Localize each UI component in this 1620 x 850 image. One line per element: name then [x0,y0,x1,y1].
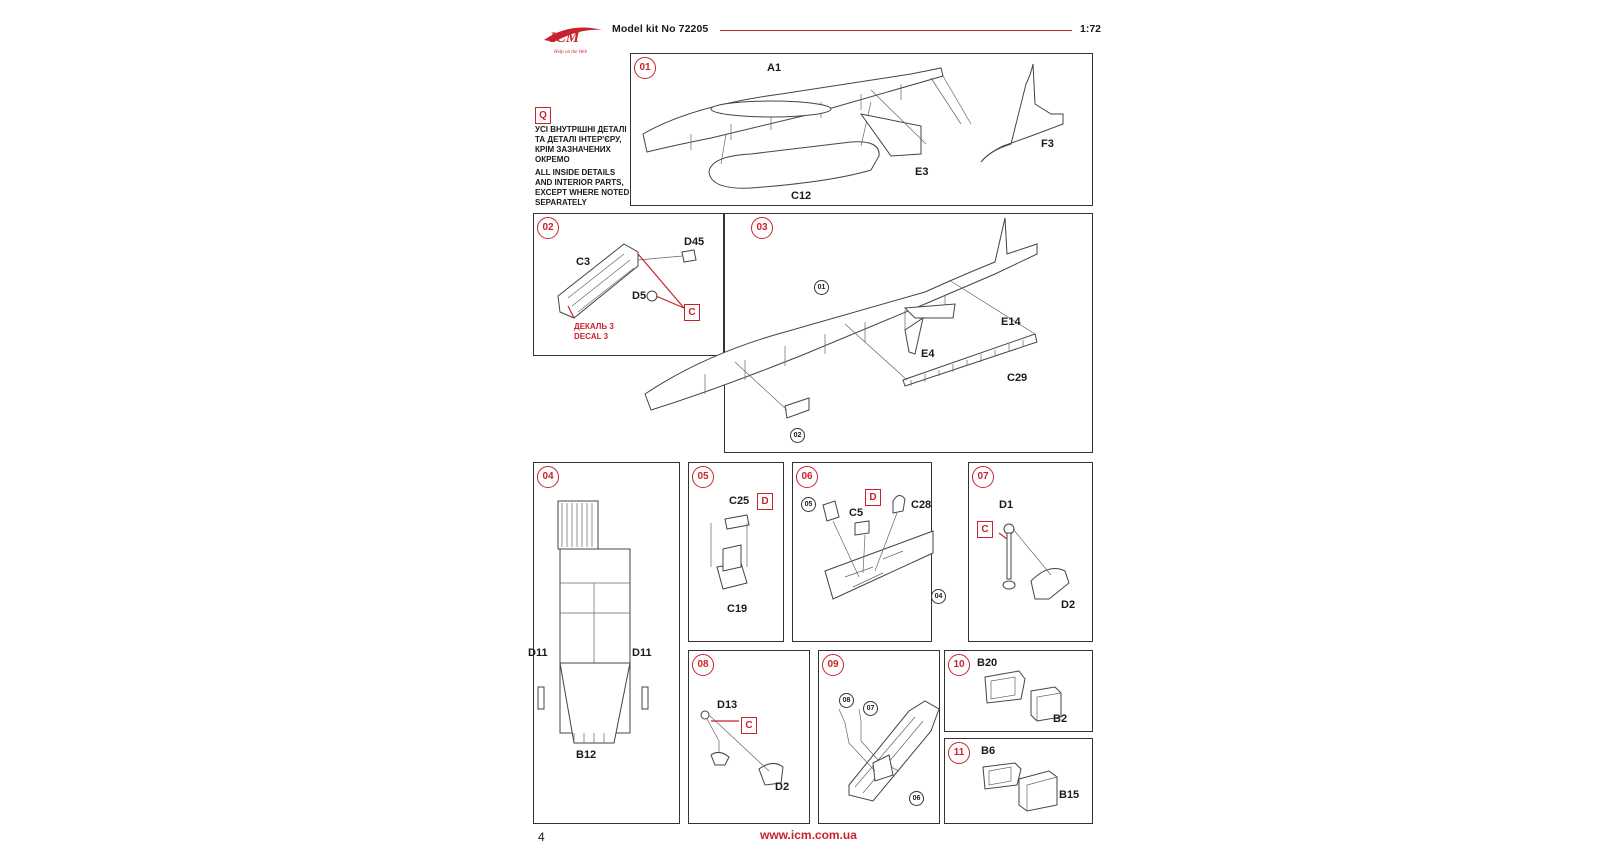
step-08-drawing [700,710,784,786]
icm-logo: ICM Help on the Web [540,20,608,56]
part-label: D13 [717,699,738,711]
note-box: D [757,493,773,510]
page-number: 4 [538,830,545,844]
step-01-panel: 01 A1 C12 E3 F3 [630,53,1093,206]
step-07-drawing [998,523,1070,600]
step-06-panel: 06 05 C5 D C28 04 [792,462,946,642]
part-label: A1 [767,62,782,74]
note-box: Q [535,107,551,124]
step-ref: 06 [909,791,924,806]
part-label: D45 [684,236,705,248]
note-ua-line: ОКРЕМО [535,155,570,164]
part-label: C25 [729,495,750,507]
step-02-panel: 02 C3 D45 D5 C ДЕКАЛЬ 3 DECAL 3 [533,213,724,356]
note-en-line: EXCEPT WHERE NOTED [535,188,630,197]
step-number: 07 [972,466,994,488]
brand-tagline: Help on the Web [553,50,588,55]
decal-ua: ДЕКАЛЬ 3 [574,322,614,331]
step-04-drawing [537,500,649,744]
step-ref: 08 [839,693,854,708]
brand-text: ICM [549,30,580,46]
step-08-panel: 08 D13 C D2 [688,650,810,824]
part-label: B20 [977,657,998,669]
part-label: D2 [1061,599,1076,611]
step-07-panel: 07 D1 C D2 [968,462,1093,642]
part-label: E4 [921,348,935,360]
step-number: 04 [537,466,559,488]
part-label: B12 [576,749,597,761]
part-label: C12 [791,190,812,202]
step-number: 02 [537,217,559,239]
part-label: D5 [632,290,647,302]
step-03-panel: 03 01 02 E14 E4 C29 [644,213,1093,453]
step-number: 05 [692,466,714,488]
step-number: 11 [948,742,970,764]
step-number: 08 [692,654,714,676]
decal-en: DECAL 3 [574,332,609,341]
part-label: D11 [632,647,652,659]
step-ref: 04 [931,589,946,604]
step-11-panel: 11 B6 B15 [944,738,1093,824]
step-11-drawing [982,762,1058,812]
footer-url[interactable]: www.icm.com.ua [760,828,857,842]
part-label: E3 [915,166,929,178]
step-04-panel: 04 D11 D11 B12 [528,462,680,824]
decal-label: ДЕКАЛЬ 3 DECAL 3 [574,322,614,342]
header-divider [720,30,1072,31]
note-box: D [865,489,881,506]
step-05-panel: 05 C25 D C19 [688,462,784,642]
note-ua-line: КРІМ ЗАЗНАЧЕНИХ [535,145,611,154]
step-10-drawing [984,670,1062,722]
note-box: C [977,521,993,538]
step-01-drawing [642,63,1064,189]
step-05-drawing [710,514,750,590]
part-label: B6 [981,745,996,757]
part-label: D1 [999,499,1014,511]
step-02-drawing [557,243,697,319]
note-ua-line: УСІ ВНУТРІШНІ ДЕТАЛІ [535,125,627,134]
kit-number: Model kit No 72205 [612,23,709,35]
step-number: 10 [948,654,970,676]
step-09-drawing [838,700,940,802]
note-en-line: SEPARATELY [535,198,587,207]
step-ref: 02 [790,428,805,443]
note-en: ALL INSIDE DETAILS AND INTERIOR PARTS, E… [535,168,629,208]
part-label: C19 [727,603,748,615]
step-number: 09 [822,654,844,676]
note-ua-line: ТА ДЕТАЛІ ІНТЕР'ЄРУ, [535,135,622,144]
step-ref: 05 [801,497,816,512]
part-label: D2 [775,781,790,793]
step-ref: 01 [814,280,829,295]
part-label: C29 [1007,372,1028,384]
step-ref: 07 [863,701,878,716]
step-number: 03 [751,217,773,239]
part-label: C3 [576,256,591,268]
part-label: D11 [528,647,548,659]
note-en-line: ALL INSIDE DETAILS [535,168,616,177]
part-label: E14 [1001,316,1021,328]
part-label: C28 [911,499,932,511]
scale-label: 1:72 [1080,23,1102,35]
step-03-drawing [644,217,1038,419]
part-label: B15 [1059,789,1080,801]
note-en-line: AND INTERIOR PARTS, [535,178,624,187]
note-ua: УСІ ВНУТРІШНІ ДЕТАЛІ ТА ДЕТАЛІ ІНТЕР'ЄРУ… [535,125,627,165]
icm-logo-graphic: ICM Help on the Web [544,27,602,55]
step-10-panel: 10 B20 B2 [944,650,1093,732]
part-label: F3 [1041,138,1054,150]
note-box: C [684,304,700,321]
step-06-drawing [822,495,934,600]
part-label: B2 [1053,713,1068,725]
step-number: 01 [634,57,656,79]
part-label: C5 [849,507,864,519]
step-09-panel: 09 08 07 06 [818,650,940,824]
note-box: C [741,717,757,734]
step-number: 06 [796,466,818,488]
